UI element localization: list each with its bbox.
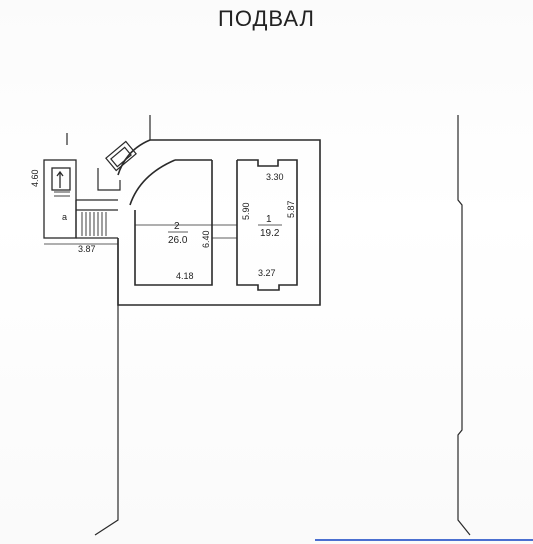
stair-treads bbox=[54, 191, 107, 236]
room-2-area: 26.0 bbox=[168, 235, 188, 246]
room-1-number: 1 bbox=[266, 214, 272, 225]
dim-corridor: 5.90 bbox=[241, 202, 251, 220]
dimension-lines bbox=[44, 224, 237, 245]
dim-room1-top: 3.30 bbox=[266, 172, 284, 182]
page-title: ПОДВАЛ bbox=[218, 6, 315, 31]
dim-stair-width: 3.87 bbox=[78, 244, 96, 254]
dim-room2-height: 6.40 bbox=[201, 230, 211, 248]
dim-stair-height: 4.60 bbox=[30, 169, 40, 187]
entry-stair bbox=[97, 140, 137, 191]
room-1-label: 1 19.2 bbox=[258, 214, 282, 239]
room-1-area: 19.2 bbox=[260, 228, 280, 239]
dim-room1-bottom: 3.27 bbox=[258, 268, 276, 278]
room-2-number: 2 bbox=[174, 221, 180, 232]
staircase-a bbox=[43, 159, 118, 239]
basement-walls bbox=[117, 139, 321, 306]
room-2-label: 2 26.0 bbox=[168, 221, 188, 246]
building-outline bbox=[66, 115, 471, 536]
dim-room2-width: 4.18 bbox=[176, 271, 194, 281]
dim-room1-height: 5.87 bbox=[286, 200, 296, 218]
stair-label: a bbox=[62, 212, 67, 222]
